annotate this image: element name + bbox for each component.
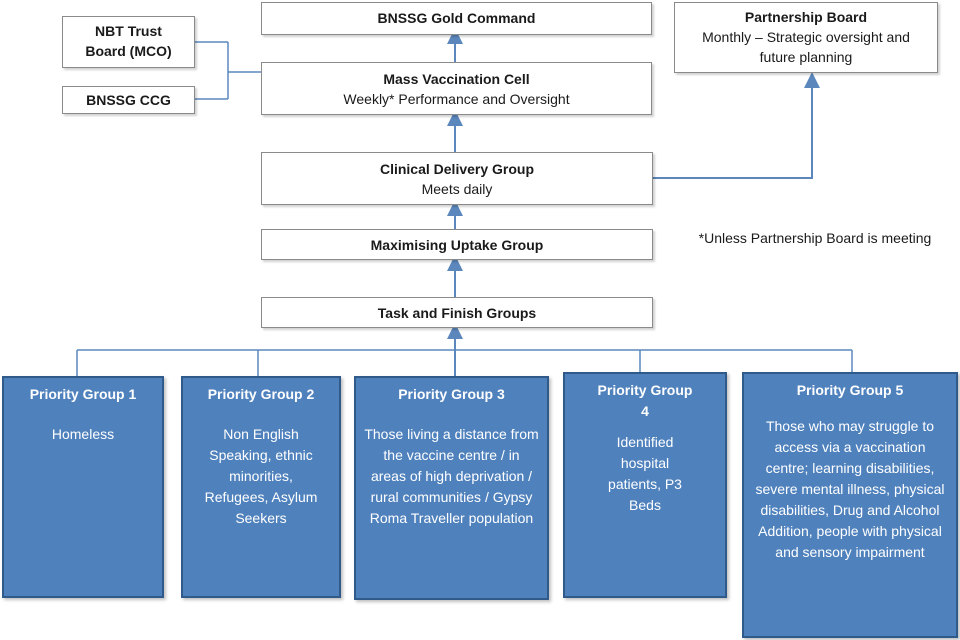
task-finish-box: Task and Finish Groups bbox=[261, 297, 653, 328]
nbt-trust-title: NBT Trust Board (MCO) bbox=[85, 23, 172, 59]
arrow-clinical-to-partnership bbox=[653, 72, 820, 179]
priority-group-body: Non English Speaking, ethnic minorities,… bbox=[204, 426, 318, 526]
priority-group-5: Priority Group 5 Those who may struggle … bbox=[742, 372, 958, 638]
nbt-trust-box: NBT Trust Board (MCO) bbox=[62, 16, 195, 68]
partnership-board-title: Partnership Board bbox=[744, 9, 868, 25]
priority-group-title: Priority Group 2 bbox=[207, 386, 315, 402]
partnership-board-subtitle: Monthly – Strategic oversight and future… bbox=[702, 29, 910, 65]
priority-group-body: Identified hospital patients, P3 Beds bbox=[608, 434, 682, 513]
clinical-delivery-box: Clinical Delivery Group Meets daily bbox=[261, 152, 653, 205]
priority-group-4: Priority Group 4 Identified hospital pat… bbox=[563, 372, 727, 598]
bnssg-ccg-box: BNSSG CCG bbox=[62, 86, 195, 114]
maximising-uptake-box: Maximising Uptake Group bbox=[261, 229, 653, 260]
priority-group-2: Priority Group 2 Non English Speaking, e… bbox=[181, 376, 341, 598]
priority-group-title: Priority Group 5 bbox=[796, 382, 904, 398]
priority-group-body: Those living a distance from the vaccine… bbox=[364, 426, 539, 526]
maximising-uptake-title: Maximising Uptake Group bbox=[370, 237, 544, 253]
mass-vaccination-title: Mass Vaccination Cell bbox=[383, 71, 530, 87]
priority-group-title: Priority Group 1 bbox=[29, 386, 137, 402]
footnote: *Unless Partnership Board is meeting bbox=[698, 230, 932, 246]
partnership-board-box: Partnership Board Monthly – Strategic ov… bbox=[674, 2, 938, 73]
clinical-delivery-subtitle: Meets daily bbox=[421, 181, 493, 197]
priority-group-title: Priority Group 3 bbox=[398, 386, 505, 402]
mass-vaccination-box: Mass Vaccination Cell Weekly* Performanc… bbox=[261, 62, 652, 115]
gold-command-box: BNSSG Gold Command bbox=[261, 2, 652, 35]
priority-group-body: Those who may struggle to access via a v… bbox=[755, 418, 945, 560]
priority-group-body: Homeless bbox=[51, 426, 115, 442]
task-finish-title: Task and Finish Groups bbox=[377, 305, 537, 321]
clinical-delivery-title: Clinical Delivery Group bbox=[379, 161, 535, 177]
priority-group-title: Priority Group 4 bbox=[597, 382, 693, 419]
priority-group-1: Priority Group 1 Homeless bbox=[2, 376, 164, 598]
bnssg-ccg-title: BNSSG CCG bbox=[86, 92, 171, 108]
priority-group-3: Priority Group 3 Those living a distance… bbox=[354, 376, 549, 600]
mass-vaccination-subtitle: Weekly* Performance and Oversight bbox=[343, 91, 570, 107]
gold-command-title: BNSSG Gold Command bbox=[377, 10, 536, 26]
